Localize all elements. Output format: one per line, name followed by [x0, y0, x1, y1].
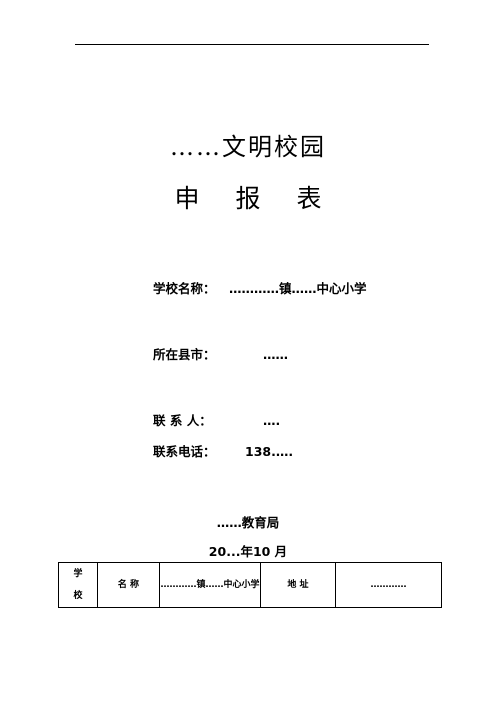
- field-contact-person: 联 系 人： ….: [153, 413, 280, 429]
- field-county-city: 所在县市： ……: [153, 347, 288, 363]
- field-contact-phone: 联系电话： 138.….: [153, 444, 293, 460]
- document-subtitle: 申报表: [0, 183, 496, 215]
- issue-date: 20...年10 月: [208, 544, 288, 559]
- name-label-cell: 名 称: [97, 562, 160, 608]
- school-label-cell: 学 校: [58, 562, 98, 608]
- field-label: 所在县市：: [153, 347, 216, 362]
- subtitle-char: 表: [296, 184, 322, 213]
- school-info-table: 学 校 名 称 …………镇……中心小学 地 址 …………: [58, 562, 442, 608]
- issuing-organization: ……教育局: [216, 515, 280, 530]
- header-rule: [75, 44, 429, 45]
- field-value: ……: [263, 347, 288, 362]
- field-label: 联 系 人：: [153, 413, 212, 428]
- document-title: ……文明校园: [170, 133, 326, 161]
- field-school-name: 学校名称： …………镇……中心小学: [153, 281, 367, 297]
- table-row: 学 校 名 称 …………镇……中心小学 地 址 …………: [58, 562, 442, 608]
- field-label: 联系电话：: [153, 444, 216, 459]
- name-value-cell: …………镇……中心小学: [159, 562, 261, 608]
- field-value: 138.….: [245, 444, 294, 459]
- address-label-cell: 地 址: [260, 562, 336, 608]
- field-value: …………镇……中心小学: [229, 281, 367, 296]
- school-label-top: 学: [73, 569, 83, 579]
- school-label-bottom: 校: [73, 591, 83, 601]
- subtitle-char: 报: [235, 184, 261, 213]
- address-value-cell: …………: [335, 562, 442, 608]
- subtitle-char: 申: [174, 184, 200, 213]
- field-label: 学校名称：: [153, 281, 216, 296]
- field-value: ….: [263, 413, 281, 428]
